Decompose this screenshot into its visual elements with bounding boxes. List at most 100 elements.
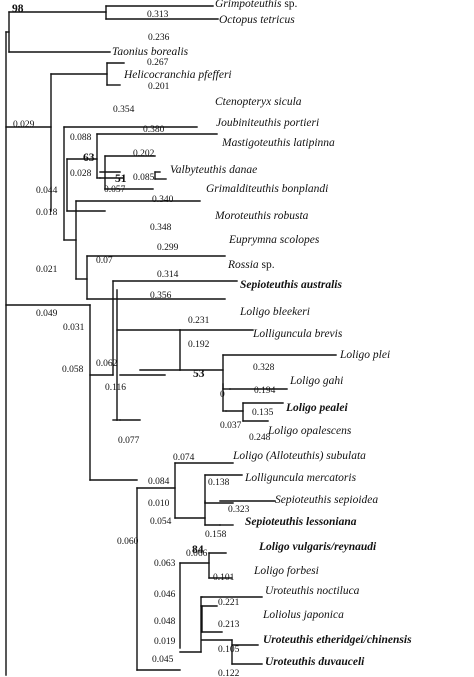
branch-length-label: 0.037 (220, 421, 242, 431)
taxon-label: Uroteuthis duvauceli (265, 656, 365, 668)
taxon-name: Loligo bleekeri (239, 306, 310, 318)
taxon-label: Euprymna scolopes (228, 234, 320, 246)
taxon-name: Euprymna scolopes (228, 234, 320, 246)
taxon-name: Mastigoteuthis latipinna (221, 137, 335, 149)
taxon-name: Valbyteuthis danae (170, 164, 257, 176)
taxon-name: Loligo opalescens (267, 425, 352, 437)
taxon-name: Loligo plei (339, 349, 390, 361)
taxon-name: Joubiniteuthis portieri (216, 117, 319, 129)
taxon-label: Loligo plei (339, 349, 390, 361)
branch-length-label: 0.313 (147, 10, 169, 20)
taxon-label: Rossia sp. (227, 259, 275, 271)
taxon-label: Uroteuthis noctiluca (265, 585, 360, 597)
branch-length-label: 0.354 (113, 105, 135, 115)
branch-length-label: 0.010 (148, 499, 170, 509)
branch-length-label: 0.085 (133, 173, 155, 183)
taxon-name: Rossia (227, 259, 259, 271)
branch-length-label: 0.057 (104, 185, 126, 195)
branch-length-label: 0.194 (254, 386, 276, 396)
branch-length-label: 0.045 (152, 655, 174, 665)
branch-length-label: 0.018 (36, 208, 58, 218)
taxon-label: Loligo vulgaris/reynaudi (258, 541, 377, 553)
branch-length-label: 0.248 (249, 433, 271, 443)
taxon-label: Lolliguncula brevis (252, 328, 343, 340)
bootstrap-value: 51 (115, 173, 127, 185)
branch-length-label: 0.231 (188, 316, 210, 326)
taxon-name: Loligo (Alloteuthis) subulata (232, 450, 366, 462)
bootstrap-value: 63 (83, 152, 95, 164)
taxon-label: Loligo gahi (289, 375, 343, 387)
bootstrap-value: 84 (192, 544, 204, 556)
branch-length-label: 0.084 (148, 477, 170, 487)
taxon-name: Grimpoteuthis (215, 0, 282, 10)
branch-length-label: 0.105 (218, 645, 240, 655)
branch-length-label: 0.031 (63, 323, 85, 333)
branch-length-label: 0.066 (186, 549, 208, 559)
branch-length-label: 0.029 (13, 120, 35, 130)
branch-length-label: 0.192 (188, 340, 210, 350)
taxon-label: Helicocranchia pfefferi (123, 69, 232, 81)
taxon-label: Grimpoteuthis sp. (215, 0, 298, 10)
taxon-label: Loligo (Alloteuthis) subulata (232, 450, 366, 462)
branch-length-label: 0.201 (148, 82, 170, 92)
taxon-name: Loligo gahi (289, 375, 343, 387)
branch-length-label: 0.138 (208, 478, 230, 488)
branch-length-label: 0.07 (96, 256, 113, 266)
branch-length-label: 0.058 (62, 365, 84, 375)
branch-length-label: 0 (220, 390, 225, 400)
taxon-label: Mastigoteuthis latipinna (221, 137, 335, 149)
branch-length-label: 0.116 (105, 383, 126, 393)
branch-length-label: 0.202 (133, 149, 155, 159)
taxon-name: Grimalditeuthis bonplandi (206, 183, 328, 195)
taxon-name: Lolliguncula brevis (252, 328, 343, 340)
taxon-name: Sepioteuthis sepioidea (275, 494, 378, 506)
branch-length-label: 0.135 (252, 408, 274, 418)
branch-length-label: 0.348 (150, 223, 172, 233)
taxon-label: Sepioteuthis sepioidea (275, 494, 378, 506)
branch-length-label: 0.221 (218, 598, 240, 608)
taxon-label: Sepioteuthis australis (240, 279, 342, 291)
taxon-label: Loligo forbesi (253, 565, 319, 577)
taxon-name: Sepioteuthis australis (240, 279, 342, 291)
branch-length-label: 0.122 (218, 669, 240, 677)
bootstrap-value: 98 (12, 3, 24, 15)
taxon-name: Moroteuthis robusta (214, 210, 309, 222)
taxon-name: Lolliguncula mercatoris (244, 472, 357, 484)
taxon-name: Uroteuthis duvauceli (265, 656, 365, 668)
taxon-suffix: sp. (259, 259, 275, 271)
taxon-label: Valbyteuthis danae (170, 164, 257, 176)
taxon-name: Loligo forbesi (253, 565, 319, 577)
taxon-name: Uroteuthis noctiluca (265, 585, 360, 597)
branch-length-label: 0.299 (157, 243, 179, 253)
branch-length-label: 0.060 (117, 537, 139, 547)
branch-length-label: 0.088 (70, 133, 92, 143)
branch-length-label: 0.044 (36, 186, 58, 196)
taxon-label: Sepioteuthis lessoniana (245, 516, 357, 528)
branch-length-label: 0.077 (118, 436, 140, 446)
branch-length-label: 0.021 (36, 265, 58, 275)
branch-length-label: 0.314 (157, 270, 179, 280)
taxon-label: Moroteuthis robusta (214, 210, 309, 222)
taxon-label: Lolliguncula mercatoris (244, 472, 357, 484)
branch-length-label: 0.267 (147, 58, 169, 68)
taxon-label: Loligo pealei (285, 402, 348, 414)
branch-length-label: 0.074 (173, 453, 195, 463)
taxon-name: Octopus tetricus (219, 14, 295, 26)
branch-length-label: 0.028 (70, 169, 92, 179)
taxon-label: Uroteuthis etheridgei/chinensis (263, 634, 412, 646)
taxon-label: Taonius borealis (112, 46, 189, 58)
taxon-name: Loligo pealei (285, 402, 348, 414)
branch-length-label: 0.328 (253, 363, 275, 373)
taxon-suffix: sp. (281, 0, 297, 10)
branch-length-label: 0.340 (152, 195, 174, 205)
taxon-label: Octopus tetricus (219, 14, 295, 26)
branch-length-label: 0.236 (148, 33, 170, 43)
bootstrap-value: 53 (193, 368, 205, 380)
branch-length-label: 0.046 (154, 590, 176, 600)
taxon-name: Uroteuthis etheridgei/chinensis (263, 634, 412, 646)
taxon-name: Ctenopteryx sicula (215, 96, 302, 108)
branch-length-label: 0.380 (143, 125, 165, 135)
taxon-name: Loligo vulgaris/reynaudi (258, 541, 377, 553)
taxon-label: Loliolus japonica (262, 609, 344, 621)
